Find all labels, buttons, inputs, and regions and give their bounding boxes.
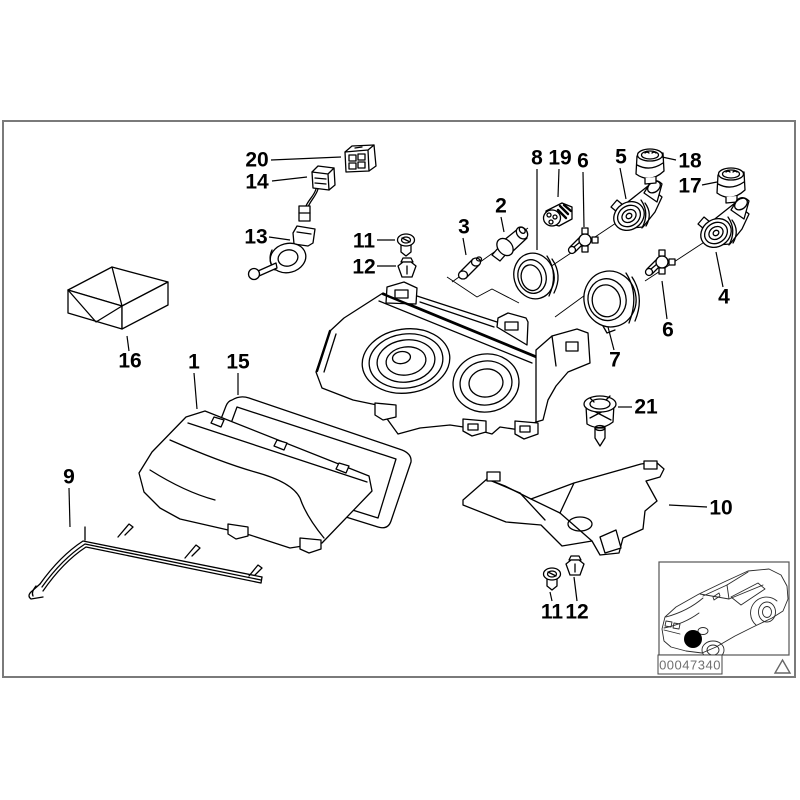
- callout-12-top-label[interactable]: 12: [352, 256, 375, 279]
- callout-11-bottom: 11: [541, 591, 564, 624]
- callout-13: 13: [244, 226, 291, 249]
- callout-11-top-label[interactable]: 11: [353, 230, 376, 253]
- callout-15-label[interactable]: 15: [226, 351, 250, 374]
- callout-10: 10: [668, 497, 733, 520]
- callout-14-label[interactable]: 14: [245, 171, 269, 194]
- callout-13-label[interactable]: 13: [244, 226, 267, 249]
- callout-5: 5: [615, 146, 627, 200]
- callout-2: 2: [495, 195, 507, 233]
- callout-20-label[interactable]: 20: [245, 149, 268, 172]
- callout-8-label[interactable]: 8: [531, 147, 543, 170]
- part-1-lens-drawing: [138, 410, 373, 554]
- callout-6-left-label[interactable]: 6: [577, 150, 589, 173]
- callout-12-bottom: 12: [565, 576, 589, 624]
- callout-17: 17: [678, 175, 718, 198]
- callout-7: 7: [607, 326, 621, 372]
- callout-14: 14: [245, 171, 308, 194]
- callout-12-bottom-label[interactable]: 12: [565, 601, 588, 624]
- part-19-socket-drawing: [542, 202, 573, 227]
- callout-20: 20: [245, 149, 342, 172]
- callout-5-label[interactable]: 5: [615, 146, 627, 169]
- callout-11-bottom-label[interactable]: 11: [541, 601, 564, 624]
- part-8-boot-drawing: [513, 252, 559, 300]
- callout-2-label[interactable]: 2: [495, 195, 507, 218]
- callout-10-label[interactable]: 10: [709, 497, 732, 520]
- callout-1-label[interactable]: 1: [188, 351, 200, 374]
- triangle-icon: [773, 658, 792, 674]
- part-13-adjuster-motor-drawing: [247, 225, 316, 281]
- callout-21: 21: [618, 396, 658, 419]
- part-7-boot-drawing: [583, 270, 640, 334]
- callout-3-label[interactable]: 3: [458, 216, 470, 239]
- part-3-bulb-drawing: [457, 256, 483, 280]
- callout-9: 9: [63, 466, 75, 528]
- part-16-box-drawing: [67, 266, 169, 330]
- callout-4: 4: [715, 251, 730, 309]
- callout-3: 3: [458, 216, 470, 256]
- callout-8: 8: [531, 147, 543, 250]
- part-20-connector-drawing: [344, 144, 377, 173]
- callout-15: 15: [226, 351, 250, 395]
- callout-6-left: 6: [577, 150, 589, 228]
- callout-11-top: 11: [353, 230, 395, 253]
- callout-7-label[interactable]: 7: [609, 349, 621, 372]
- callout-16: 16: [118, 335, 142, 373]
- callout-19: 19: [548, 147, 572, 198]
- callout-18: 18: [661, 150, 702, 173]
- callout-16-label[interactable]: 16: [118, 350, 141, 373]
- part-9-trim-strip-drawing: [28, 523, 263, 600]
- part-2-bulb-drawing: [491, 226, 529, 262]
- part-housing-drawing: [315, 281, 591, 440]
- part-14-sensor-drawing: [298, 165, 336, 222]
- callout-12-top: 12: [352, 256, 396, 279]
- callout-9-label[interactable]: 9: [63, 466, 75, 489]
- callout-6-right-label[interactable]: 6: [662, 319, 674, 342]
- image-code: 00047340: [659, 658, 721, 673]
- headlight-location-marker: [684, 630, 702, 648]
- image-code-box: 00047340: [657, 654, 723, 675]
- car-location-thumbnail: [658, 561, 790, 656]
- callout-19-label[interactable]: 19: [548, 147, 571, 170]
- callout-17-label[interactable]: 17: [678, 175, 701, 198]
- callout-21-label[interactable]: 21: [634, 396, 658, 419]
- callout-6-right: 6: [661, 280, 674, 342]
- part-10-bracket-drawing: [462, 460, 665, 556]
- callout-1: 1: [188, 351, 200, 410]
- part-21-rivet-drawing: [583, 395, 617, 447]
- callout-18-label[interactable]: 18: [678, 150, 702, 173]
- callout-4-label[interactable]: 4: [718, 286, 730, 309]
